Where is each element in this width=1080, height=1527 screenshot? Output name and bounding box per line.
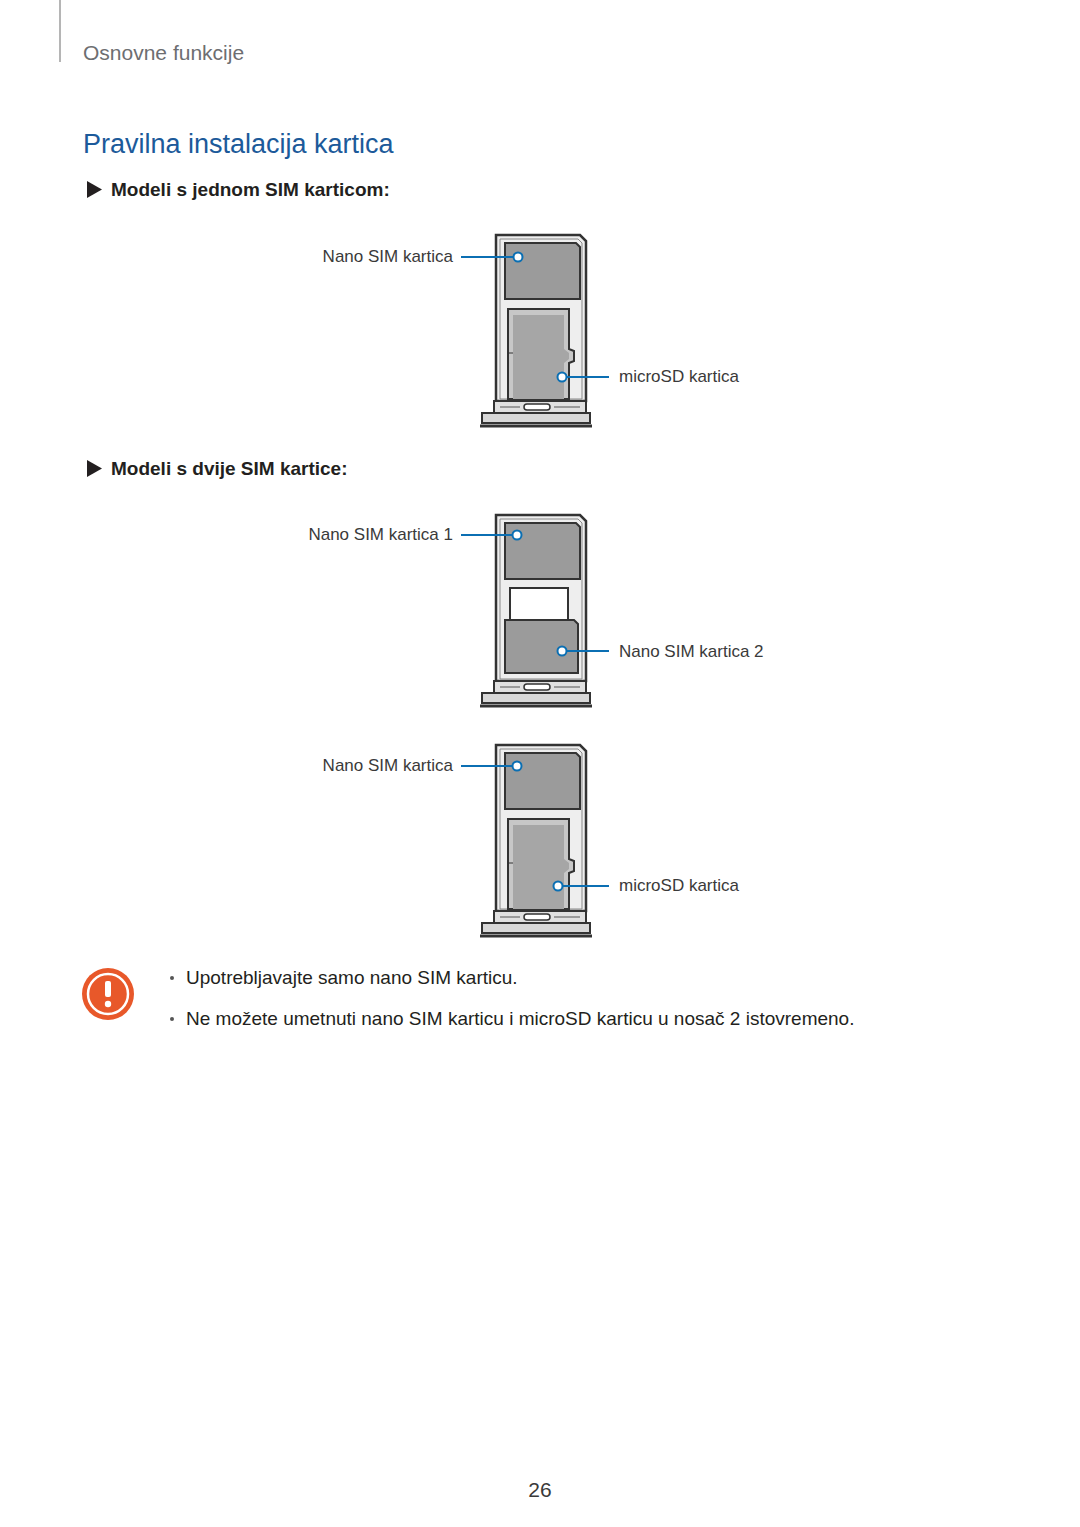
leader-lines xyxy=(461,253,609,891)
callout-label: Nano SIM kartica xyxy=(323,756,453,776)
sim-tray xyxy=(480,515,592,706)
callout-label: microSD kartica xyxy=(619,367,739,387)
bullet-dot xyxy=(170,976,174,980)
heading-arrow xyxy=(87,181,102,198)
warning-note: Upotrebljavajte samo nano SIM karticu. xyxy=(186,967,518,990)
bullet-dot xyxy=(170,1017,174,1021)
sim-tray xyxy=(480,745,592,936)
warning-note: Ne možete umetnuti nano SIM karticu i mi… xyxy=(186,1008,854,1031)
callout-label: Nano SIM kartica 1 xyxy=(308,525,453,545)
heading-arrow xyxy=(87,460,102,477)
header-rule xyxy=(59,0,61,62)
callout-label: microSD kartica xyxy=(619,876,739,896)
warning-icon xyxy=(82,968,134,1020)
sim-tray xyxy=(480,235,592,426)
section-heading: Modeli s jednom SIM karticom: xyxy=(111,179,390,202)
page-title: Pravilna instalacija kartica xyxy=(83,128,394,160)
callout-label: Nano SIM kartica xyxy=(323,247,453,267)
callout-label: Nano SIM kartica 2 xyxy=(619,642,764,662)
running-header: Osnovne funkcije xyxy=(83,40,244,65)
page-number: 26 xyxy=(528,1477,551,1502)
section-heading: Modeli s dvije SIM kartice: xyxy=(111,458,348,481)
